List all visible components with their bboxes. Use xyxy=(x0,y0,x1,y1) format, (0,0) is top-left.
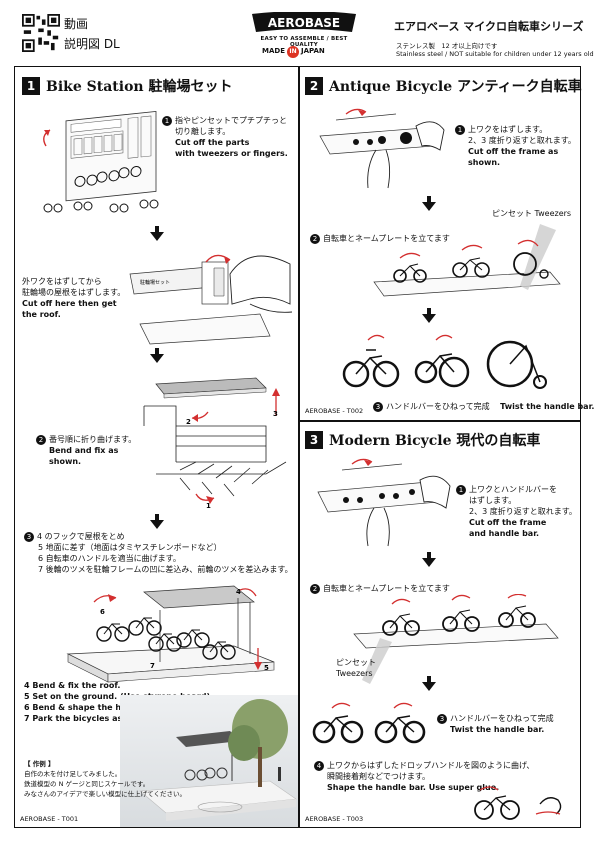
bending-illustration: 2 3 1 xyxy=(143,377,287,510)
section1-english-steps: 4 Bend & fix the roof. 5 Set on the grou… xyxy=(24,681,211,723)
section2-tweezers-label: ピンセット Tweezers xyxy=(492,209,572,218)
section3-tweezers-label: ピンセット Tweezers xyxy=(336,658,376,678)
example-photo xyxy=(120,695,298,827)
label-n2: 2 xyxy=(186,418,191,426)
section2-code: AEROBASE - T002 xyxy=(305,407,364,415)
parts-sheet-illustration xyxy=(43,110,159,213)
manual-download-label: 説明図 DL xyxy=(64,37,120,51)
section3-code: AEROBASE - T003 xyxy=(305,815,364,823)
section1-example-text: 【 作例 】 自作の木を付け足してみました。 鉄道模型の N ゲージと同じスケー… xyxy=(24,760,186,798)
brand-logo: AEROBASE xyxy=(252,12,356,32)
section1-code: AEROBASE - T001 xyxy=(20,815,79,823)
arrow-down-icon xyxy=(422,308,436,323)
arrow-down-icon xyxy=(150,226,164,241)
section-divider xyxy=(298,420,581,422)
svg-text:駐輪場セット: 駐輪場セット xyxy=(140,279,170,286)
arrow-down-icon xyxy=(422,196,436,211)
section1-roof-text: 外ワクをはずしてから 駐輪場の屋根をはずします。 Cut off here th… xyxy=(22,277,126,319)
column-divider xyxy=(298,66,300,828)
bike-station-assembled-illustration: 6 4 5 7 xyxy=(66,585,275,683)
label-n5: 5 xyxy=(264,664,269,672)
arrow-down-icon xyxy=(150,348,164,363)
arrow-down-icon xyxy=(150,514,164,529)
label-n3: 3 xyxy=(273,410,278,418)
spec-line-jp: ステンレス製 12 才以上向けです xyxy=(396,42,498,50)
video-label: 動画 xyxy=(64,17,89,31)
antique-finished-bicycles-illustration xyxy=(342,334,547,389)
brand-name: AEROBASE xyxy=(268,16,340,30)
antique-frame-cut-illustration xyxy=(319,108,445,189)
label-n1: 1 xyxy=(206,502,211,510)
instruction-frame xyxy=(14,66,581,828)
roof-cutting-illustration: 駐輪場セット xyxy=(129,254,293,345)
modern-frame-cut-illustration xyxy=(317,458,451,547)
label-n7: 7 xyxy=(150,662,155,670)
label-n6: 6 xyxy=(100,608,105,616)
arrow-down-icon xyxy=(422,552,436,567)
brand-tagline: EASY TO ASSEMBLE / BEST QUALITY xyxy=(260,36,348,48)
series-title: エアロベース マイクロ自転車シリーズ xyxy=(394,20,584,33)
modern-standing-illustration xyxy=(353,594,559,684)
drop-handlebar-illustration xyxy=(474,786,562,820)
spec-line-en: Stainless steel / NOT suitable for child… xyxy=(396,50,594,58)
modern-finished-bicycles-illustration xyxy=(312,702,426,744)
qr-code[interactable] xyxy=(22,14,60,52)
label-n4: 4 xyxy=(236,588,241,596)
antique-standing-illustration xyxy=(373,224,561,297)
arrow-down-icon xyxy=(422,676,436,691)
example-photo-scene xyxy=(139,699,297,821)
